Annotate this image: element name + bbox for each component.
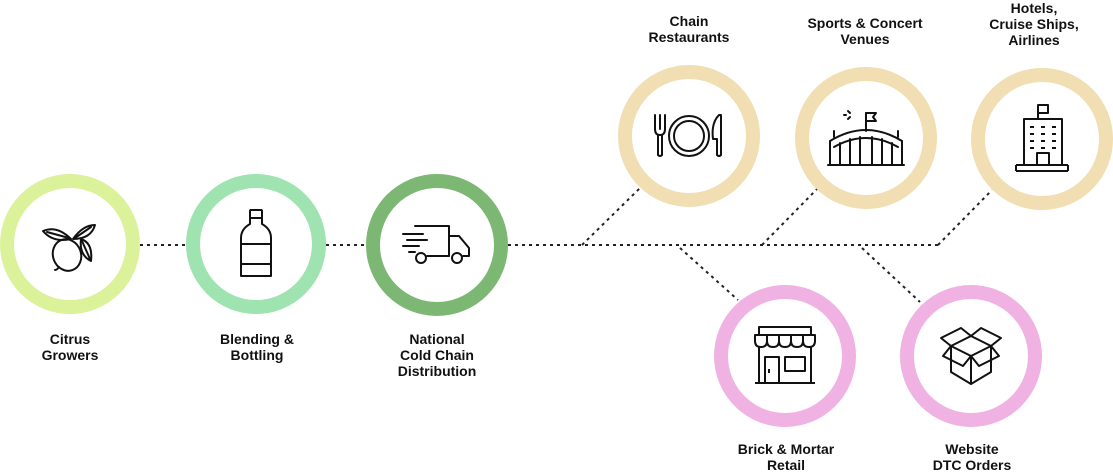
connector-venues bbox=[761, 187, 819, 246]
venues-label-line2: Venues bbox=[840, 31, 890, 47]
chain-restaurants-label: Chain Restaurants bbox=[649, 13, 730, 45]
website-dtc-orders-node bbox=[900, 285, 1042, 427]
sports-concert-venues-node bbox=[795, 67, 937, 209]
brick-mortar-retail-label: Brick & Mortar Retail bbox=[738, 441, 834, 473]
connector-hotels bbox=[937, 189, 993, 246]
hotel-building-icon bbox=[1015, 104, 1069, 172]
bottle-icon bbox=[240, 209, 272, 277]
distribution-label-line3: Distribution bbox=[397, 363, 477, 379]
blending-label-line1: Blending & bbox=[220, 331, 294, 347]
restaurants-label-line1: Chain bbox=[669, 13, 709, 29]
retail-label-line2: Retail bbox=[766, 457, 806, 473]
delivery-truck-icon bbox=[402, 225, 470, 264]
connector-restaurants bbox=[581, 187, 641, 246]
website-dtc-orders-label: Website DTC Orders bbox=[933, 441, 1012, 473]
hotels-label-line1: Hotels, bbox=[1010, 0, 1058, 16]
hotels-label-line3: Airlines bbox=[1008, 32, 1060, 48]
distribution-label-line2: Cold Chain bbox=[400, 347, 474, 363]
blending-bottling-label: Blending & Bottling bbox=[220, 331, 294, 363]
cold-chain-distribution-node bbox=[366, 174, 508, 316]
citrus-label-line1: Citrus bbox=[49, 331, 91, 347]
chain-restaurants-node bbox=[618, 65, 760, 207]
blending-bottling-node bbox=[186, 174, 326, 314]
cold-chain-distribution-label: National Cold Chain Distribution bbox=[398, 331, 477, 379]
lemon-icon bbox=[42, 224, 96, 272]
blending-label-line2: Bottling bbox=[230, 347, 284, 363]
citrus-growers-label: Citrus Growers bbox=[42, 331, 99, 363]
brick-mortar-retail-node bbox=[714, 285, 856, 427]
hotels-label-line2: Cruise Ships, bbox=[989, 16, 1079, 32]
citrus-growers-node bbox=[0, 174, 140, 314]
connector-dtc bbox=[861, 247, 921, 303]
sports-concert-venues-label: Sports & Concert Venues bbox=[807, 15, 922, 47]
retail-label-line1: Brick & Mortar bbox=[737, 441, 835, 457]
hotels-cruise-airlines-label: Hotels, Cruise Ships, Airlines bbox=[989, 0, 1078, 48]
hotels-cruise-airlines-node bbox=[971, 68, 1113, 210]
venues-label-line1: Sports & Concert bbox=[807, 15, 923, 31]
open-box-icon bbox=[940, 327, 1002, 385]
connector-retail bbox=[679, 247, 739, 301]
citrus-label-line2: Growers bbox=[41, 347, 99, 363]
stadium-icon bbox=[827, 110, 905, 166]
fork-plate-knife-icon bbox=[654, 114, 722, 157]
storefront-icon bbox=[754, 326, 816, 384]
restaurants-label-line2: Restaurants bbox=[648, 29, 730, 45]
dtc-label-line2: DTC Orders bbox=[932, 457, 1012, 473]
dtc-label-line1: Website bbox=[945, 441, 999, 457]
distribution-label-line1: National bbox=[409, 331, 465, 347]
